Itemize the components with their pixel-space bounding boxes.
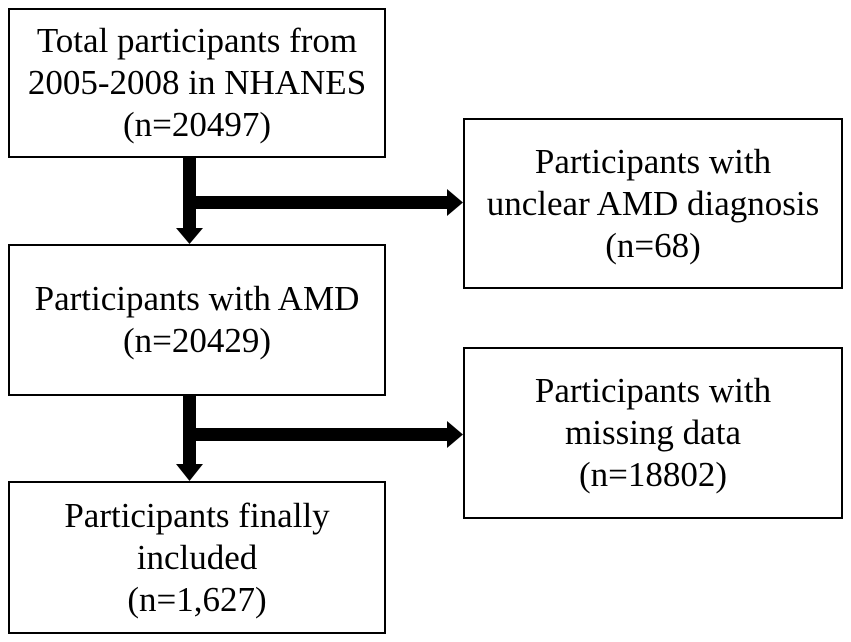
arrow-shaft-total-to-amd — [183, 158, 196, 230]
arrowhead-total-to-amd — [176, 228, 203, 244]
box-unclear-amd-diagnosis: Participants with unclear AMD diagnosis … — [463, 118, 843, 289]
box-missing-data: Participants with missing data (n=18802) — [463, 347, 843, 519]
box-missing-line-1: Participants with — [534, 371, 772, 410]
box-amd-line-2: (n=20429) — [122, 321, 272, 360]
box-finally-included: Participants finally included (n=1,627) — [8, 481, 386, 634]
box-amd-line-1: Participants with AMD — [34, 279, 360, 318]
box-final-line-3: (n=1,627) — [127, 579, 267, 619]
arrow-shaft-to-missing — [189, 428, 449, 441]
box-unclear-line-1: Participants with — [534, 141, 772, 181]
box-total-line-3: (n=20497) — [122, 105, 272, 144]
box-total-line-1: Total participants from — [36, 21, 358, 60]
arrowhead-to-missing — [447, 421, 463, 448]
box-total-line-2: 2005-2008 in NHANES — [27, 63, 367, 102]
arrow-shaft-to-unclear — [189, 196, 449, 209]
box-missing-line-2: missing data — [565, 413, 741, 452]
arrowhead-to-unclear — [447, 189, 463, 216]
box-missing-line-3: (n=18802) — [578, 455, 728, 494]
arrowhead-amd-to-final — [176, 464, 203, 481]
box-unclear-line-2: unclear AMD diagnosis — [486, 183, 820, 223]
box-participants-with-amd: Participants with AMD (n=20429) — [8, 244, 386, 396]
box-final-line-2: included — [136, 537, 258, 577]
box-total-participants: Total participants from 2005-2008 in NHA… — [8, 8, 386, 158]
arrow-shaft-amd-to-final — [183, 396, 196, 466]
box-final-line-1: Participants finally — [64, 495, 330, 535]
box-unclear-line-3: (n=68) — [605, 225, 701, 265]
